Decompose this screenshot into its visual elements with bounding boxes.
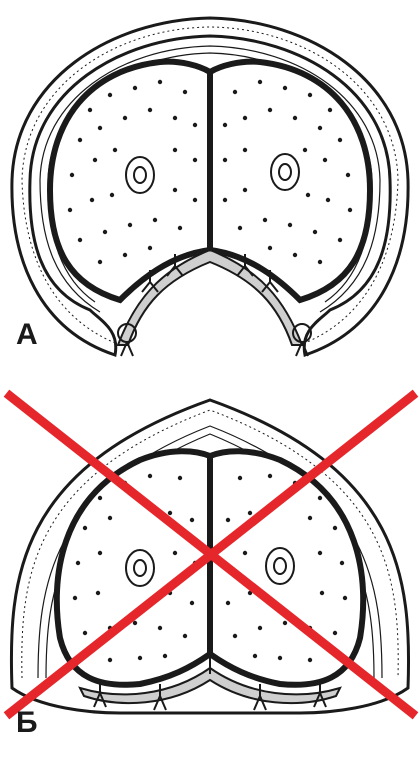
panel-label-a: А bbox=[16, 320, 38, 350]
anatomy-illustration-b bbox=[0, 378, 420, 758]
panel-a: А bbox=[0, 0, 420, 370]
panel-b: Б bbox=[0, 378, 420, 758]
anatomy-illustration-a bbox=[0, 0, 420, 370]
panel-label-b: Б bbox=[16, 708, 38, 738]
